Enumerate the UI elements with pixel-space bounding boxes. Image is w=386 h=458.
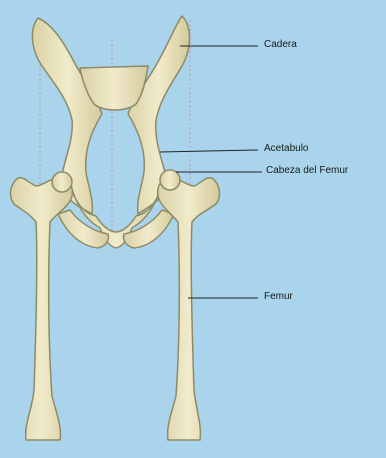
left-femoral-head — [52, 172, 72, 192]
femoral-head-label: Cabeza del Femur — [266, 165, 348, 176]
acetabulum-leader-line — [160, 150, 258, 152]
femur-label: Femur — [264, 291, 293, 302]
hip-label: Cadera — [264, 39, 297, 50]
acetabulum-label: Acetabulo — [264, 143, 308, 154]
right-femoral-head — [160, 170, 180, 190]
